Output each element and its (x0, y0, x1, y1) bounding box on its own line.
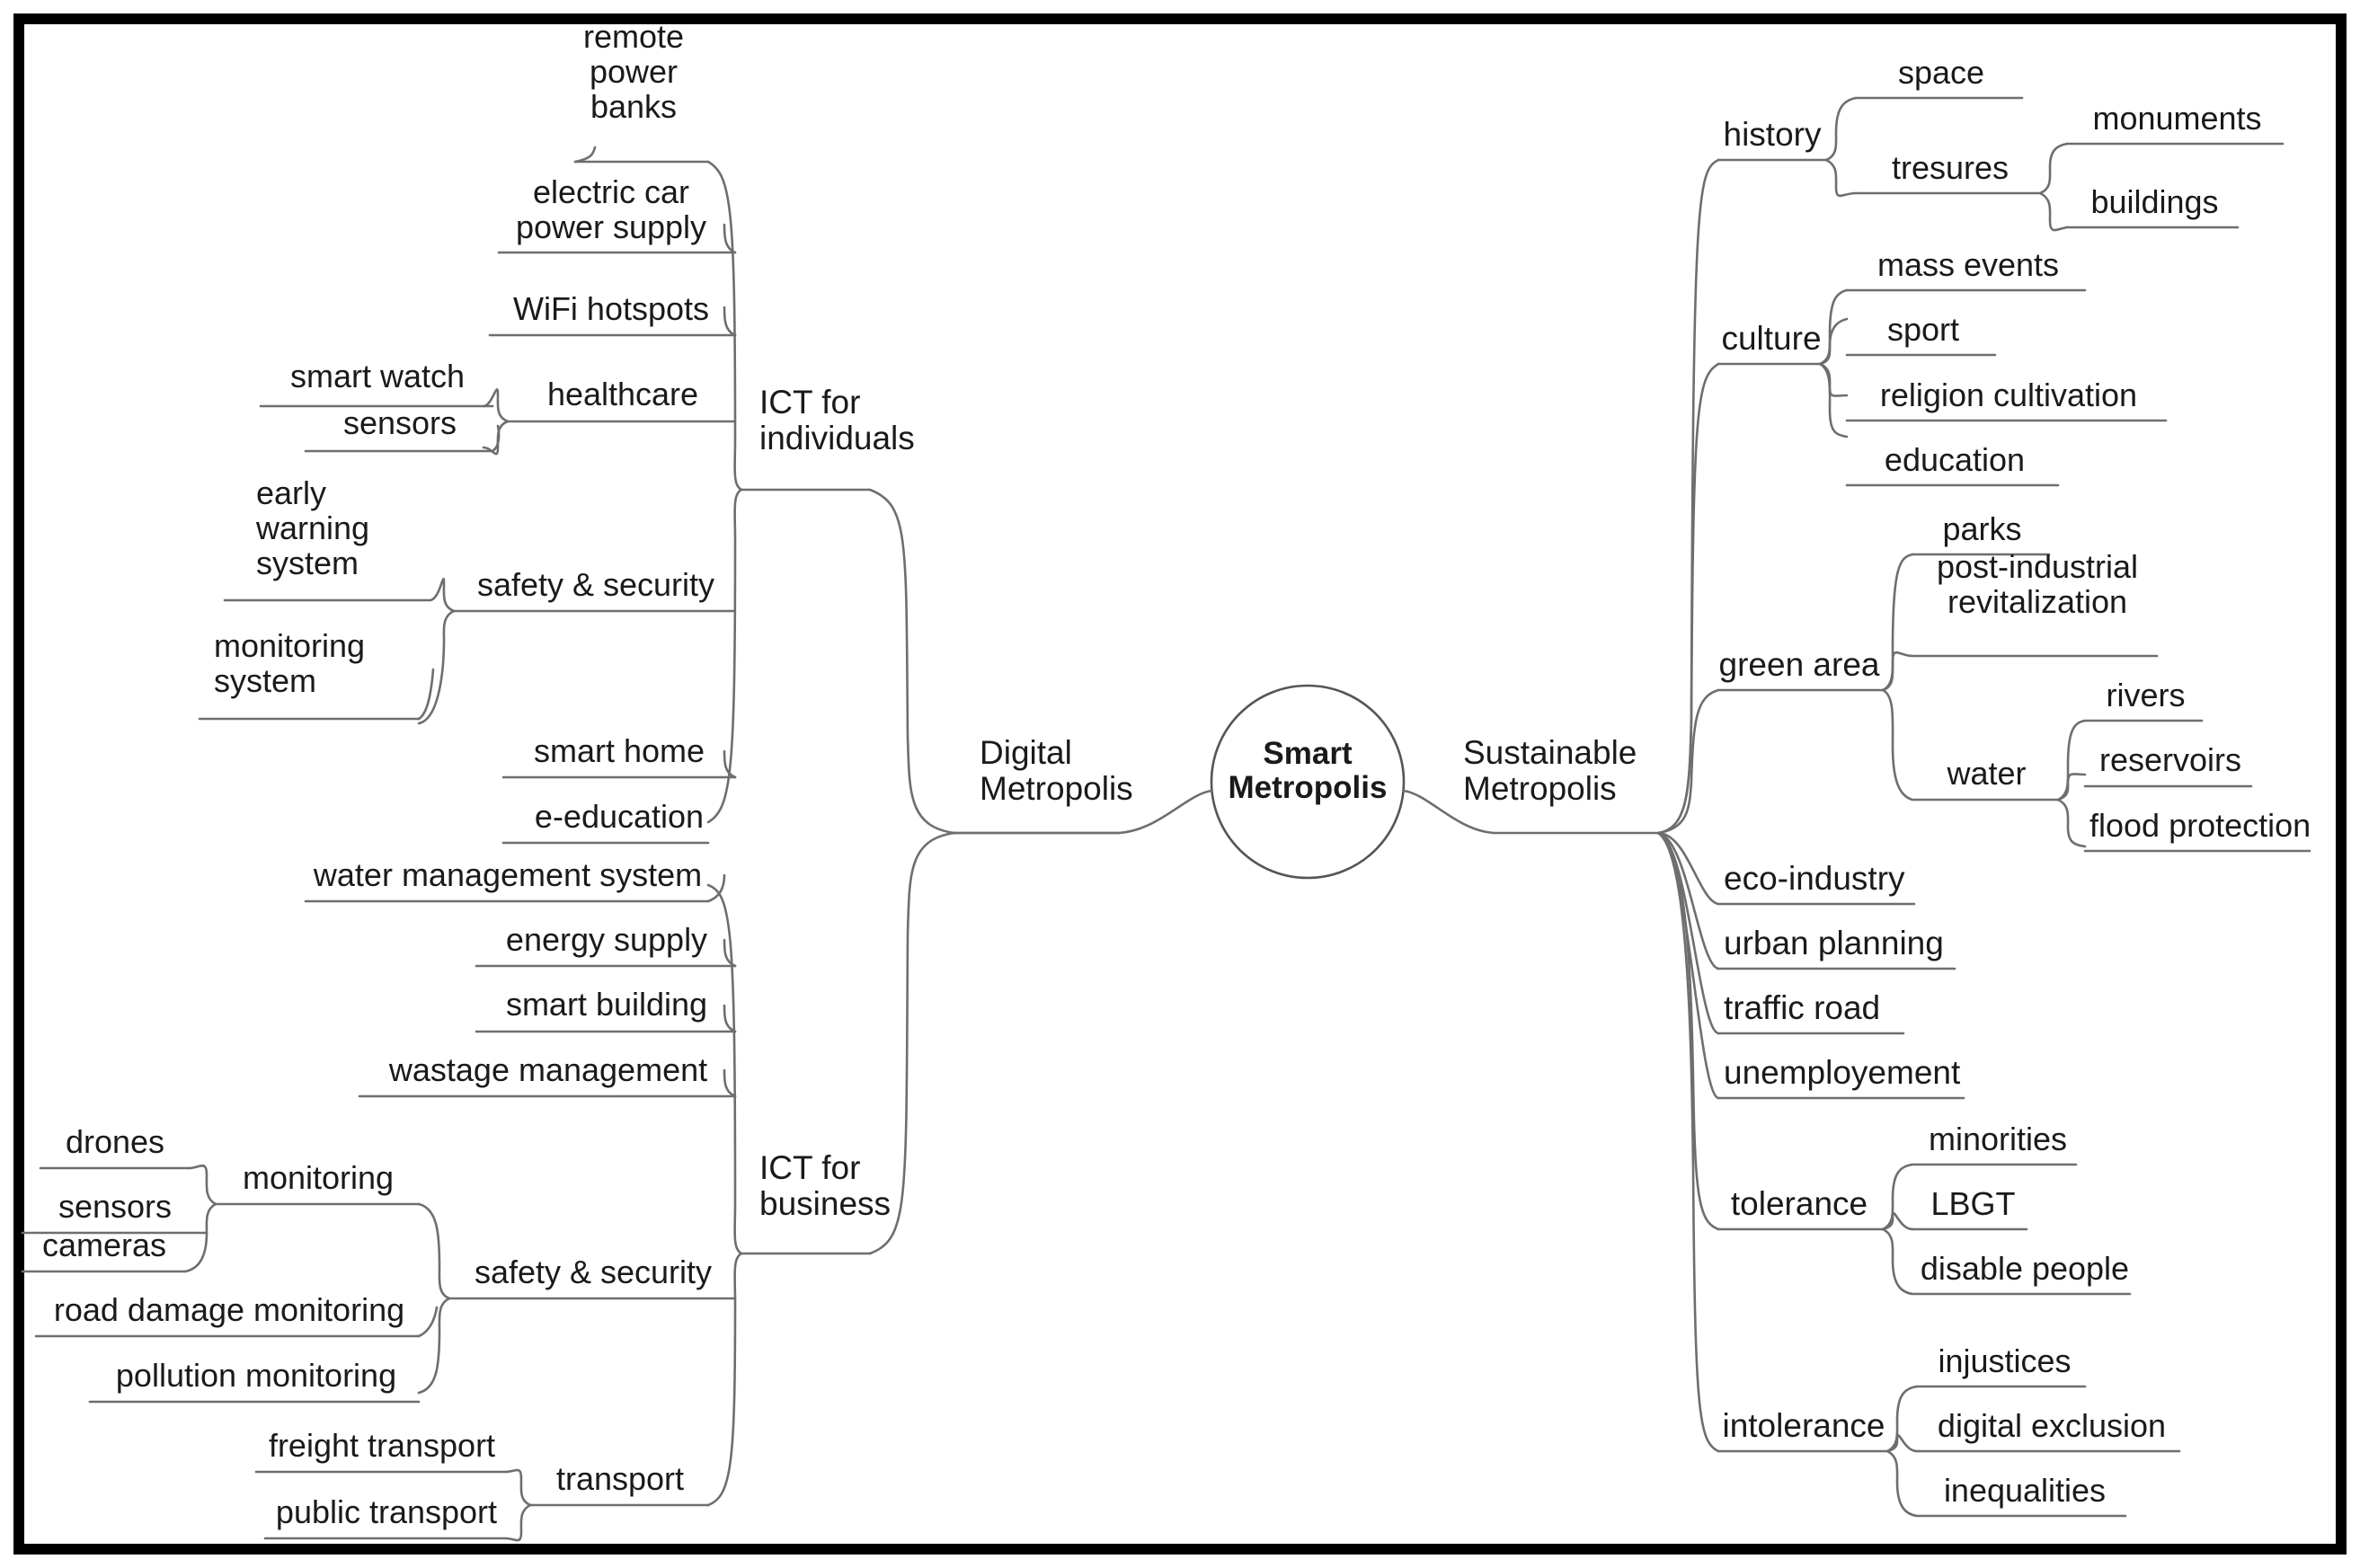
node-monitoring-system[interactable]: monitoring system (214, 627, 366, 699)
node-wastage-management[interactable]: wastage management (388, 1051, 708, 1088)
node-culture[interactable]: culture (1721, 320, 1822, 357)
node-unemployement[interactable]: unemployement (1724, 1054, 1961, 1091)
node-space[interactable]: space (1897, 54, 1985, 91)
node-freight-transport[interactable]: freight transport (268, 1427, 496, 1464)
node-monitoring[interactable]: monitoring (242, 1159, 395, 1196)
node-disable-people[interactable]: disable people (1920, 1250, 2130, 1287)
node-monuments[interactable]: monuments (2092, 100, 2262, 137)
node-pollution-monitoring[interactable]: pollution monitoring (115, 1357, 397, 1394)
node-smart-watch[interactable]: smart watch (289, 358, 466, 394)
node-wifi-hotspots[interactable]: WiFi hotspots (512, 290, 710, 327)
node-road-damage-monitoring[interactable]: road damage monitoring (53, 1291, 405, 1328)
node-lbgt[interactable]: LBGT (1930, 1185, 2016, 1222)
node-inequalities[interactable]: inequalities (1943, 1472, 2107, 1509)
node-parks[interactable]: parks (1942, 510, 2022, 547)
node-healthcare[interactable]: healthcare (546, 376, 699, 412)
node-smart-home[interactable]: smart home (533, 732, 705, 769)
branch-sustainable-metropolis[interactable]: Sustainable Metropolis (1463, 734, 1637, 807)
node-cameras[interactable]: cameras (41, 1227, 167, 1263)
node-safety-security-individuals[interactable]: safety & security (476, 566, 715, 603)
node-history[interactable]: history (1723, 116, 1822, 153)
node-traffic-road[interactable]: traffic road (1724, 989, 1881, 1026)
node-drones[interactable]: drones (65, 1123, 165, 1160)
node-tolerance[interactable]: tolerance (1730, 1185, 1868, 1222)
node-water-management-system[interactable]: water management system (313, 856, 703, 893)
node-rivers[interactable]: rivers (2106, 677, 2186, 713)
node-flood-protection[interactable]: flood protection (2089, 807, 2311, 844)
node-urban-planning[interactable]: urban planning (1724, 925, 1944, 961)
node-eco-industry[interactable]: eco-industry (1724, 860, 1905, 897)
branch-digital-metropolis[interactable]: Digital Metropolis (980, 734, 1133, 807)
node-tresures[interactable]: tresures (1891, 149, 2010, 186)
node-digital-exclusion[interactable]: digital exclusion (1937, 1407, 2167, 1444)
node-energy-supply[interactable]: energy supply (505, 921, 708, 958)
root-node-label[interactable]: Smart Metropolis (1228, 736, 1388, 805)
node-early-warning-system[interactable]: early warning system (256, 474, 370, 581)
node-sensors-monitoring[interactable]: sensors (58, 1188, 173, 1225)
node-water[interactable]: water (1947, 755, 2027, 792)
node-minorities[interactable]: minorities (1928, 1121, 2068, 1157)
node-ict-for-business[interactable]: ICT for business (759, 1149, 892, 1222)
node-education[interactable]: education (1884, 441, 2026, 478)
node-ict-for-individuals[interactable]: ICT for individuals (759, 384, 915, 456)
node-post-industrial-revitalization[interactable]: post-industrial revitalization (1936, 548, 2139, 620)
node-mass-events[interactable]: mass events (1876, 246, 2060, 283)
node-buildings[interactable]: buildings (2090, 183, 2219, 220)
page-border (13, 13, 2347, 1555)
root-circle (1210, 684, 1406, 880)
node-sensors-healthcare[interactable]: sensors (342, 404, 457, 441)
node-reservoirs[interactable]: reservoirs (2098, 741, 2242, 778)
node-e-education[interactable]: e-education (534, 798, 705, 835)
node-intolerance[interactable]: intolerance (1722, 1407, 1885, 1444)
node-sport[interactable]: sport (1886, 311, 1960, 348)
node-injustices[interactable]: injustices (1938, 1342, 2072, 1379)
node-transport[interactable]: transport (555, 1460, 685, 1497)
node-green-area[interactable]: green area (1718, 646, 1880, 683)
node-smart-building[interactable]: smart building (505, 986, 708, 1023)
node-safety-security-business[interactable]: safety & security (474, 1254, 713, 1290)
node-public-transport[interactable]: public transport (275, 1493, 498, 1530)
node-religion-cultivation[interactable]: religion cultivation (1879, 376, 2138, 413)
node-electric-car-power-supply[interactable]: electric car power supply (515, 173, 707, 245)
node-remote-power-banks[interactable]: remote power banks (582, 18, 685, 125)
